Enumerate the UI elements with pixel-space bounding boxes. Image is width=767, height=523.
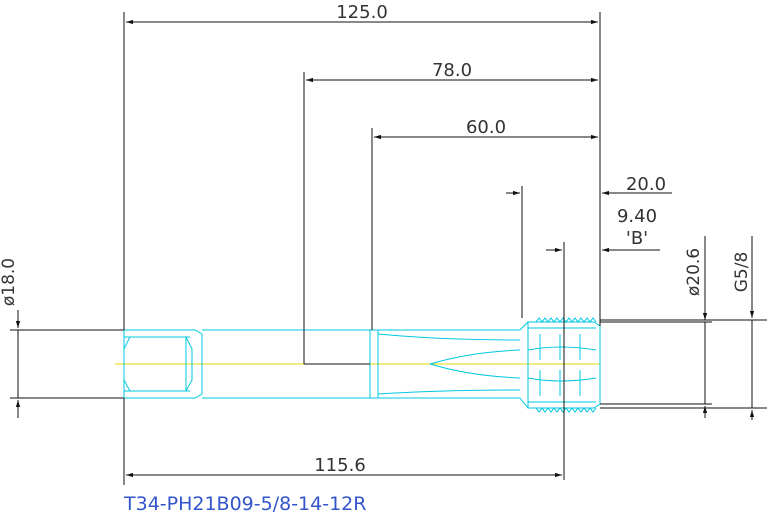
dimension-lines — [10, 12, 767, 485]
drawing-title: T34-PH21B09-5/8-14-12R — [123, 493, 366, 515]
dim-length-60: 60.0 — [466, 117, 506, 138]
tap-outline — [123, 317, 601, 413]
dim-chamfer-length: 9.40 — [617, 206, 657, 227]
dim-thread-size: G5/8 — [732, 252, 752, 293]
dim-thread-length: 20.0 — [626, 174, 666, 195]
dim-thread-diameter: ø20.6 — [684, 248, 704, 296]
dim-overall-length: 125.0 — [336, 2, 388, 23]
dim-length-78: 78.0 — [432, 60, 472, 81]
dim-chamfer-ref: 'B' — [626, 228, 648, 249]
dim-shank-diameter: ø18.0 — [0, 258, 19, 306]
dim-body-length: 115.6 — [314, 455, 366, 476]
